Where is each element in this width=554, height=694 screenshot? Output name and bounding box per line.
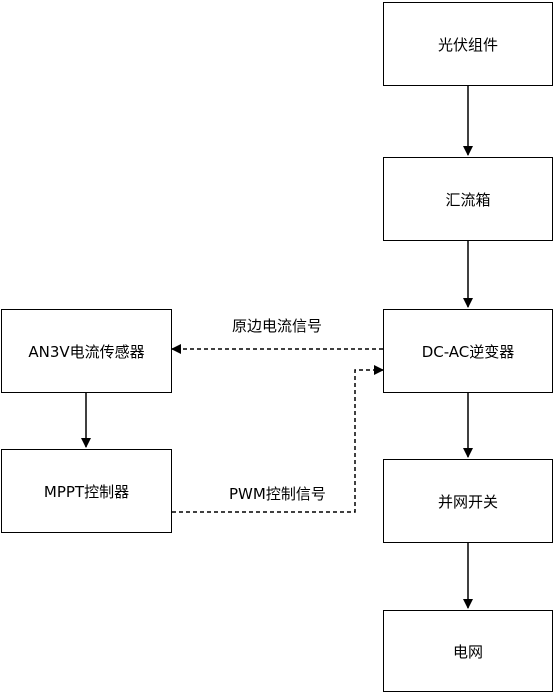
node-grid: 电网 bbox=[383, 610, 553, 692]
node-inverter-label: DC-AC逆变器 bbox=[421, 342, 515, 361]
node-combiner-box-label: 汇流箱 bbox=[445, 190, 491, 209]
node-current-sensor: AN3V电流传感器 bbox=[1, 309, 172, 393]
node-pv-module-label: 光伏组件 bbox=[437, 35, 498, 54]
node-mppt-controller-label: MPPT控制器 bbox=[43, 482, 130, 501]
node-current-sensor-label: AN3V电流传感器 bbox=[28, 342, 145, 361]
node-grid-switch: 并网开关 bbox=[383, 459, 553, 543]
edge-label-primary-current-signal: 原边电流信号 bbox=[232, 317, 323, 335]
node-inverter: DC-AC逆变器 bbox=[383, 309, 553, 393]
node-combiner-box: 汇流箱 bbox=[383, 157, 553, 241]
arrow-mppt-to-inverter bbox=[172, 365, 384, 513]
node-grid-label: 电网 bbox=[452, 642, 483, 661]
node-pv-module: 光伏组件 bbox=[383, 2, 553, 86]
edge-label-pwm-control-signal: PWM控制信号 bbox=[229, 485, 326, 503]
node-mppt-controller: MPPT控制器 bbox=[1, 449, 172, 533]
node-grid-switch-label: 并网开关 bbox=[437, 492, 498, 511]
